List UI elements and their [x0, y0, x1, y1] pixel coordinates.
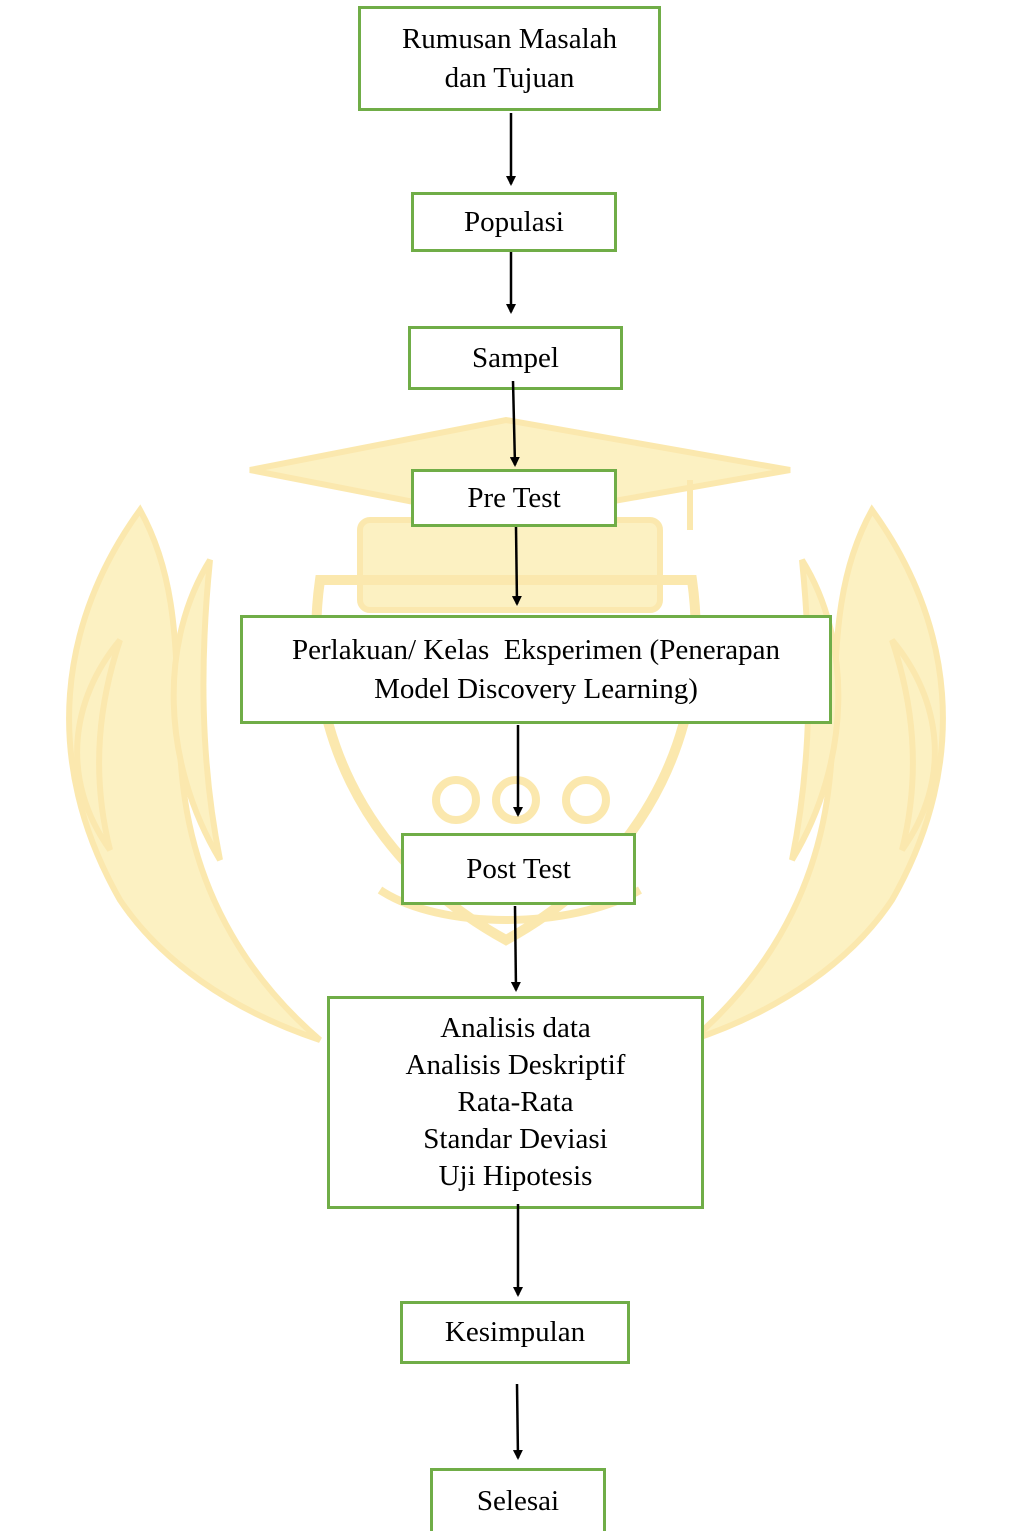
step-kesimpulan-label: Kesimpulan — [444, 1316, 586, 1348]
step-analisis-line-1: Analisis data — [440, 1012, 591, 1044]
step-kesimpulan: Kesimpulan — [400, 1301, 630, 1364]
step-rumusan-line-2: dan Tujuan — [444, 61, 575, 94]
step-analisis-line-3: Rata-Rata — [457, 1086, 574, 1118]
step-pre-test-label: Pre Test — [467, 481, 561, 514]
arrow-posttest-to-analisis — [510, 905, 521, 992]
arrow-kesimpulan-to-selesai — [512, 1383, 523, 1460]
step-analisis-line-4: Standar Deviasi — [423, 1123, 608, 1155]
step-analisis-line-2: Analisis Deskriptif — [405, 1049, 626, 1081]
step-rumusan-masalah: Rumusan Masalah dan Tujuan — [358, 6, 661, 111]
step-rumusan-line-1: Rumusan Masalah — [401, 22, 618, 55]
step-pre-test: Pre Test — [411, 469, 617, 527]
step-post-test: Post Test — [401, 833, 636, 905]
step-analisis-line-5: Uji Hipotesis — [438, 1160, 593, 1192]
step-populasi-label: Populasi — [464, 205, 564, 238]
step-sampel: Sampel — [408, 326, 623, 390]
step-perlakuan: Perlakuan/ Kelas Eksperimen (Penerapan M… — [240, 615, 832, 724]
step-sampel-label: Sampel — [472, 341, 559, 374]
arrow-pretest-to-perlakuan — [511, 526, 522, 606]
arrow-sampel-to-pretest — [509, 380, 520, 467]
step-selesai: Selesai — [430, 1468, 606, 1531]
step-post-test-label: Post Test — [466, 852, 571, 885]
step-analisis-data: Analisis data Analisis Deskriptif Rata-R… — [327, 996, 704, 1209]
step-perlakuan-line-1: Perlakuan/ Kelas Eksperimen (Penerapan — [292, 633, 780, 666]
step-perlakuan-line-2: Model Discovery Learning) — [374, 672, 698, 705]
step-selesai-label: Selesai — [476, 1484, 560, 1517]
step-populasi: Populasi — [411, 192, 617, 252]
